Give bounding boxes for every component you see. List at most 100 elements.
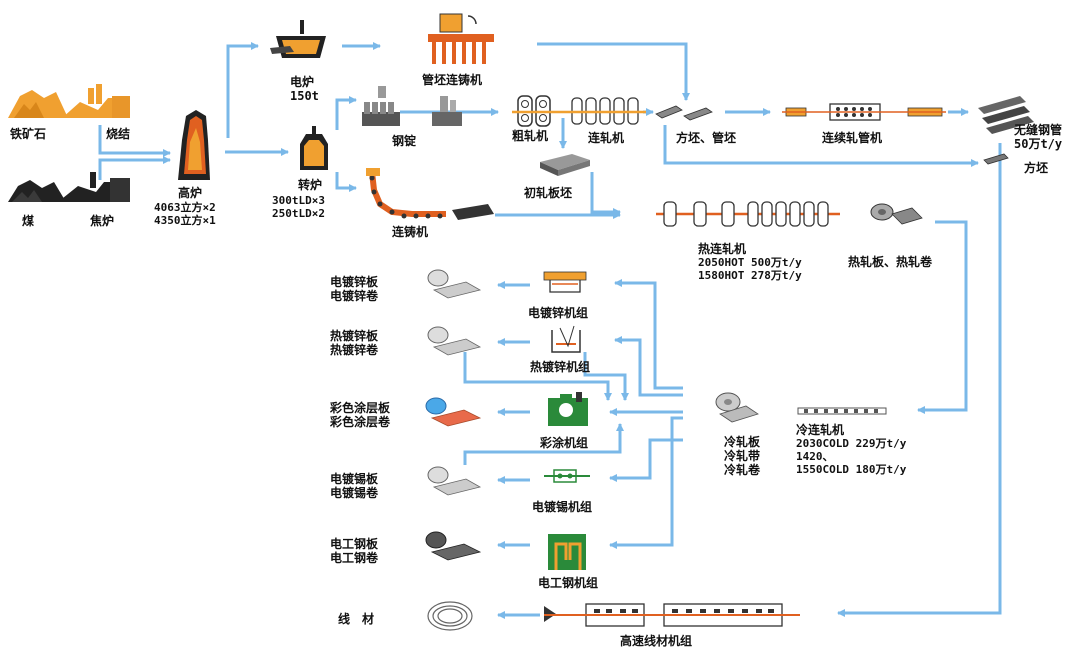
label-slab: 初轧板坯 bbox=[524, 186, 573, 200]
label-tin-product-1: 电镀锡板 bbox=[330, 472, 379, 486]
arrow-to-wire bbox=[837, 143, 1002, 617]
label-color-unit: 彩涂机组 bbox=[540, 436, 589, 450]
electric-furnace-icon bbox=[270, 20, 326, 58]
pipe-caster-icon bbox=[428, 13, 494, 64]
label-cold-product-3: 冷轧卷 bbox=[724, 463, 761, 477]
hot-dip-galvanizing-unit-icon bbox=[551, 325, 581, 353]
label-tin-unit: 电镀锡机组 bbox=[532, 500, 593, 514]
slab-icon bbox=[540, 154, 590, 176]
label-iron-ore: 铁矿石 bbox=[10, 127, 47, 141]
label-color-product-2: 彩色涂层卷 bbox=[330, 415, 391, 429]
iron-ore-pile-icon bbox=[8, 90, 68, 118]
electro-galvanizing-unit-icon bbox=[543, 271, 587, 293]
hgalv-product-icon bbox=[427, 326, 482, 356]
sinter-plant-icon bbox=[62, 84, 130, 118]
label-seamless-capacity: 50万t/y bbox=[1014, 137, 1063, 151]
label-hot-mill: 热连轧机 bbox=[698, 242, 747, 256]
label-egalv-unit: 电镀锌机组 bbox=[528, 306, 589, 320]
label-pipe-caster: 管坯连铸机 bbox=[422, 73, 483, 87]
label-ingot: 钢锭 bbox=[392, 134, 417, 148]
converter-icon bbox=[300, 126, 328, 170]
egalv-product-icon bbox=[427, 269, 482, 299]
arrow-hot-to-coldmill bbox=[917, 220, 968, 414]
billet-product-icon bbox=[983, 153, 1009, 165]
label-coke-oven: 焦炉 bbox=[90, 214, 115, 228]
label-cold-product-2: 冷轧带 bbox=[724, 449, 761, 463]
label-hot-capacity-1: 2050HOT 500万t/y bbox=[698, 256, 802, 269]
label-billet-tube: 方坯、管坯 bbox=[676, 131, 737, 145]
label-egalv-product-1: 电镀锌板 bbox=[330, 275, 379, 289]
label-tube-mill: 连续轧管机 bbox=[822, 131, 883, 145]
label-hgalv-product-1: 热镀锌板 bbox=[330, 329, 379, 343]
label-eaf-capacity: 150t bbox=[290, 89, 319, 103]
label-elec-product-1: 电工钢板 bbox=[330, 537, 379, 551]
blast-furnace-icon bbox=[178, 110, 210, 180]
electro-tinning-unit-icon bbox=[544, 469, 590, 483]
label-cold-capacity-3: 1550COLD 180万t/y bbox=[796, 463, 907, 476]
arrow-bf-to-eaf bbox=[226, 42, 259, 138]
arrow-hgalv-to-color bbox=[463, 352, 612, 401]
arrow-coke-to-bf bbox=[98, 156, 171, 180]
ingot-stripper-icon bbox=[432, 96, 462, 126]
label-eaf: 电炉 bbox=[290, 75, 315, 89]
arrow-slab-to-hotmill bbox=[590, 172, 621, 216]
label-seamless: 无缝钢管 bbox=[1014, 123, 1063, 137]
label-wire-rod: 线 材 bbox=[338, 612, 375, 626]
label-cold-mill: 冷连轧机 bbox=[796, 423, 845, 437]
label-elec-product-2: 电工钢卷 bbox=[330, 551, 379, 565]
label-roughing-mill: 粗轧机 bbox=[512, 129, 549, 143]
hot-strip-mill-icon bbox=[656, 201, 840, 227]
label-continuous-mill: 连轧机 bbox=[588, 131, 625, 145]
cold-mill-icon bbox=[797, 407, 887, 415]
arrow-cold-to-tin bbox=[609, 438, 683, 482]
label-converter-capacity-2: 250tLD×2 bbox=[272, 207, 325, 220]
label-blast-furnace: 高炉 bbox=[178, 186, 203, 200]
wire-coil-icon bbox=[427, 601, 473, 631]
arrow-conv-to-ingot bbox=[335, 96, 357, 130]
label-hgalv-unit: 热镀锌机组 bbox=[530, 360, 591, 374]
arrow-to-billet-product bbox=[663, 125, 979, 167]
arrow-cold-to-hgalv bbox=[614, 336, 683, 397]
coal-pile-icon bbox=[8, 180, 66, 202]
label-sintering: 烧结 bbox=[106, 127, 131, 141]
label-hot-capacity-2: 1580HOT 278万t/y bbox=[698, 269, 802, 282]
wire-rod-mill-icon bbox=[544, 603, 800, 627]
arrow-cold-to-egalv bbox=[614, 279, 683, 390]
label-color-product-1: 彩色涂层板 bbox=[330, 401, 391, 415]
tube-mill-icon bbox=[782, 103, 946, 121]
label-cold-capacity-1: 2030COLD 229万t/y bbox=[796, 437, 907, 450]
label-coal: 煤 bbox=[22, 214, 35, 228]
color-coated-product-icon bbox=[425, 397, 482, 427]
hot-rolled-coil-icon bbox=[870, 203, 923, 225]
label-hgalv-product-2: 热镀锌卷 bbox=[330, 343, 379, 357]
label-hot-product: 热轧板、热轧卷 bbox=[848, 255, 933, 269]
label-bf-capacity-1: 4063立方×2 bbox=[154, 201, 216, 214]
coke-oven-icon bbox=[58, 172, 130, 202]
seamless-pipes-icon bbox=[978, 96, 1034, 134]
billet-bars-icon bbox=[655, 105, 713, 121]
label-wire-unit: 高速线材机组 bbox=[620, 634, 693, 648]
label-bf-capacity-2: 4350立方×1 bbox=[154, 214, 216, 227]
label-elec-unit: 电工钢机组 bbox=[538, 576, 599, 590]
arrow-sinter-to-bf bbox=[98, 125, 171, 157]
label-cold-product-1: 冷轧板 bbox=[724, 435, 761, 449]
label-caster: 连铸机 bbox=[392, 225, 429, 239]
continuous-caster-icon bbox=[366, 168, 494, 220]
label-converter: 转炉 bbox=[298, 178, 323, 192]
electrical-steel-unit-icon bbox=[548, 534, 586, 570]
arrow-pipecaster-to-billet bbox=[537, 42, 690, 101]
electrical-steel-product-icon bbox=[425, 531, 482, 561]
label-billet: 方坯 bbox=[1024, 161, 1049, 175]
label-converter-capacity-1: 300tLD×3 bbox=[272, 194, 325, 207]
color-coating-unit-icon bbox=[548, 392, 588, 426]
label-tin-product-2: 电镀锡卷 bbox=[330, 486, 379, 500]
arrow-conv-to-caster bbox=[335, 172, 357, 192]
arrow-cold-to-elec bbox=[609, 416, 683, 549]
ingot-molds-icon bbox=[362, 86, 400, 126]
flow-arrows bbox=[98, 42, 1002, 619]
arrow-hgalv-loop bbox=[583, 352, 629, 401]
tinplate-product-icon bbox=[427, 466, 482, 496]
label-egalv-product-2: 电镀锌卷 bbox=[330, 289, 379, 303]
label-cold-capacity-2: 1420、 bbox=[796, 450, 834, 463]
